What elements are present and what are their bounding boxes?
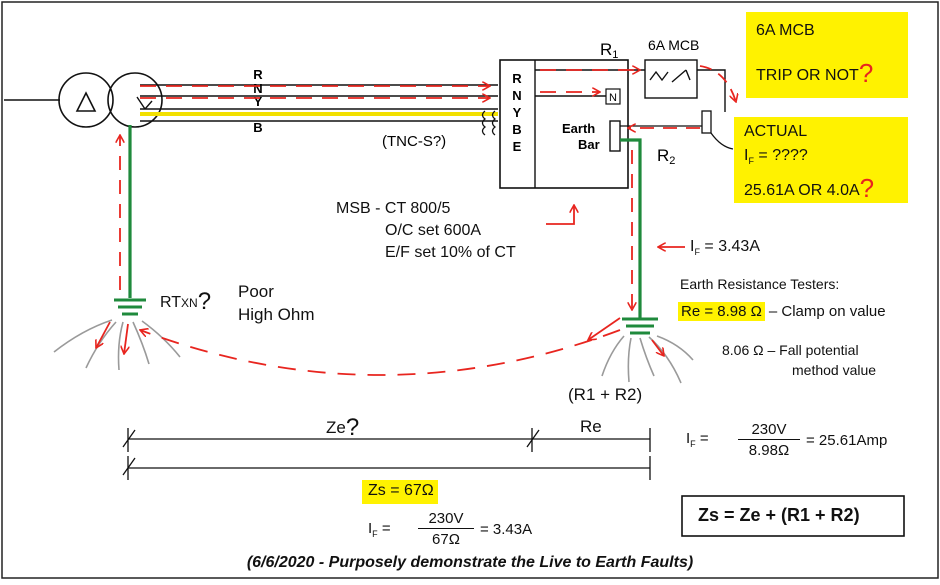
msb-note-arrow [546,205,574,225]
actual-if-callout: ACTUAL IF = ???? 25.61A OR 4.0A? [734,117,908,203]
formula-box [681,495,905,537]
n-terminal-label: N [609,92,617,104]
star-symbol-icon [136,96,153,110]
zs-highlight: Zs = 67Ω [362,480,438,504]
zs-value: Zs = 67Ω [368,482,434,499]
msb-terminal-y: Y [513,105,522,120]
load-terminal-box [701,110,712,134]
re-label: Re [580,417,602,436]
high-ohm-label: High Ohm [238,305,315,324]
mcb-trip-callout: 6A MCB TRIP OR NOT? [746,12,908,98]
impedance-dimension-lines [122,428,651,480]
mcb-box [644,59,698,99]
msb-ct-label: MSB - CT 800/5 [336,200,451,217]
callout-if-label: IF = ???? [744,147,808,167]
ze-label: Ze? [326,414,360,441]
calc2-denominator: 67Ω [432,531,460,548]
clamp-on-value: Re = 8.98 Ω [678,302,765,321]
r2-label: R2 [657,146,675,167]
earth-bar-label-1: Earth [562,121,595,136]
label-n: N [253,81,262,96]
if-value-label: IF = 3.43A [690,238,760,258]
msb-terminal-r: R [512,71,522,86]
msb-terminal-n: N [512,88,521,103]
msb-oc-label: O/C set 600A [385,222,482,239]
fall-potential-row: 8.06 Ω – Fall potential [722,342,859,358]
calc2-result: = 3.43A [480,521,533,538]
fall-potential-method: method value [792,362,877,378]
calc1-denominator: 8.98Ω [748,442,790,459]
r1-r2-label: (R1 + R2) [568,385,643,404]
n-terminal-box [605,88,621,105]
transformer-secondary-icon [107,72,163,128]
earth-bar-label-2: Bar [578,137,600,152]
calc1-if: IF = [686,430,709,449]
rtxn-label: RTXN? [160,288,212,315]
load-line [697,69,726,112]
fault-arrow-rtxn-down [124,323,128,354]
fault-current-path [96,65,736,376]
fault-arrow-mcb-out [699,65,736,102]
tncs-bracket [481,110,487,136]
mcb-label: 6A MCB [648,37,699,53]
transformer-earth-electrode-icon [114,298,146,316]
label-r: R [253,67,263,82]
r1-label: R1 [600,40,618,61]
poor-label: Poor [238,282,274,301]
callout-mcb-label: 6A MCB [756,22,815,39]
clamp-on-row: Re = 8.98 Ω– Clamp on value [678,302,886,321]
calc2-if: IF = [368,520,391,539]
msb-terminal-b: B [512,122,521,137]
callout-values-label: 25.61A OR 4.0A? [744,173,875,203]
footer-caption: (6/6/2020 - Purposely demonstrate the Li… [246,554,694,571]
consumer-earth-conductor [620,138,642,318]
calc1-numerator: 230V [738,421,800,440]
transformer-primary-icon [58,72,114,128]
tncs-bracket-2 [491,110,497,136]
fault-arrow-through-ground [140,330,621,376]
msb-ef-label: E/F set 10% of CT [385,244,516,261]
load-wire [710,132,734,150]
label-y: Y [254,94,263,109]
tncs-label: (TNC-S?) [382,133,446,150]
mcb-switch-icon [649,69,691,83]
calc1-result: = 25.61Amp [806,432,888,449]
calc2-numerator: 230V [418,510,474,529]
callout-trip-label: TRIP OR NOT? [756,58,874,88]
consumer-earth-electrode-icon [622,317,658,335]
callout-actual-label: ACTUAL [744,123,808,140]
msb-terminal-e: E [513,139,522,154]
fault-arrow-electrode-right [651,339,664,356]
label-b: B [253,120,262,135]
zs-formula: Zs = Ze + (R1 + R2) [698,505,860,525]
fault-arrow-rtxn-left [96,321,111,348]
earth-bar-box [609,120,621,152]
fault-arrow-electrode-left [588,317,621,340]
testers-title: Earth Resistance Testers: [680,276,840,292]
delta-symbol-icon [75,91,97,112]
